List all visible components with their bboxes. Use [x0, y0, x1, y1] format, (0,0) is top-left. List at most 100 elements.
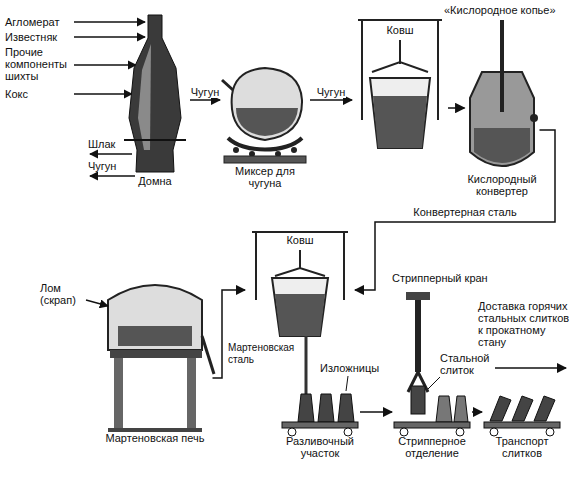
input-arrows-stroke: [74, 36, 145, 37]
node-caption: Разливочный участок: [280, 435, 360, 459]
oxygen-converter: [470, 20, 538, 166]
equipment-node: Кислородный конвертер: [465, 55, 540, 197]
ingot-molds-stroke: [288, 428, 296, 436]
ingot-transport-stroke: [490, 396, 555, 421]
part-label: Шлак: [88, 138, 115, 150]
iron-mixer-stroke: [222, 80, 233, 90]
stripper-crane-stroke: [411, 386, 425, 414]
part-label: Изложницы: [320, 362, 379, 374]
open-hearth-furnace-stroke: [86, 300, 108, 306]
node-caption: Транспорт слитков: [482, 435, 562, 459]
iron-mixer-stroke: [232, 68, 302, 140]
flow-label: Мартеновская сталь: [227, 342, 301, 366]
stripper-crane-stroke: [456, 428, 464, 436]
node-caption: Ковш: [352, 24, 448, 36]
flow-label: Чугун: [190, 86, 220, 98]
stripper-crane-stroke: [394, 422, 470, 428]
node-caption: Ковш: [245, 234, 355, 246]
part-label: Лом (скрап): [40, 282, 86, 306]
part-label: Стальной слиток: [440, 352, 492, 376]
ladle-hoist-stroke: [370, 78, 430, 148]
iron-mixer-stroke: [228, 138, 302, 150]
open-hearth-furnace-stroke: [108, 428, 202, 432]
input-arrows-stroke: [74, 64, 136, 65]
equipment-node: Ковш: [245, 228, 355, 341]
stripper-crane-stroke: [428, 377, 440, 389]
flow-arrow: [355, 130, 555, 290]
ingot-molds-stroke: [344, 428, 352, 436]
equipment-node: Мартеновская печь: [98, 272, 213, 444]
iron-mixer-stroke: [236, 108, 298, 136]
casting-ladle-stroke: [305, 336, 308, 394]
ingot-transport-stroke: [495, 367, 566, 369]
part-label: Доставка горячих стальных слитков к прок…: [478, 300, 570, 348]
ingot-transport-stroke: [484, 422, 560, 428]
iron-mixer: [222, 68, 306, 163]
part-label: Чугун: [88, 160, 116, 172]
flow-arrow: [448, 107, 465, 109]
blast-furnace-stroke: [129, 15, 181, 172]
ingot-molds: [282, 376, 358, 436]
open-hearth-furnace-stroke: [114, 358, 123, 430]
open-hearth-furnace-stroke: [108, 285, 202, 350]
stripper-crane-stroke: [415, 300, 421, 372]
equipment-node: Разливочный участок: [280, 385, 360, 459]
open-hearth-furnace-stroke: [187, 358, 196, 430]
equipment-node: Транспорт слитков: [482, 385, 562, 459]
blast-furnace: [124, 15, 186, 172]
flow-arrow: [472, 411, 482, 413]
blast-furnace-stroke: [124, 139, 186, 141]
ladle-hoist: [358, 20, 442, 148]
ingot-molds-stroke: [298, 394, 354, 422]
open-hearth-furnace-stroke: [202, 336, 214, 374]
equipment-node: Миксер для чугуна: [220, 60, 310, 189]
ingot-transport: [484, 368, 566, 436]
part-label: Агломерат: [5, 16, 59, 28]
flow-arrow: [310, 99, 352, 101]
flow-arrow: [360, 411, 392, 413]
open-hearth-furnace-stroke: [110, 350, 202, 358]
node-caption: Кислородный конвертер: [465, 173, 540, 197]
part-label: «Кислородное копье»: [444, 4, 556, 16]
flow-arrow: [190, 99, 220, 101]
ingot-transport-stroke: [546, 428, 554, 436]
equipment-node: Ковш: [352, 18, 448, 171]
node-caption: Мартеновская печь: [98, 432, 213, 444]
open-hearth-furnace: [86, 285, 214, 432]
ingot-molds-stroke: [282, 422, 358, 428]
furnace-outputs-stroke: [90, 153, 132, 154]
input-arrows-stroke: [74, 93, 132, 94]
flow-label: Чугун: [316, 86, 346, 98]
stripper-crane-stroke: [400, 428, 408, 436]
open-hearth-furnace-stroke: [118, 326, 192, 346]
oxygen-converter-stroke: [500, 20, 504, 112]
node-caption: Стрипперное отделение: [392, 435, 472, 459]
flow-label: Конвертерная сталь: [412, 206, 517, 218]
equipment-node: Домна: [120, 15, 190, 187]
iron-mixer-stroke: [233, 147, 239, 153]
casting-ladle-stroke: [272, 278, 328, 336]
input-arrows-stroke: [74, 21, 145, 22]
ladle-hoist-stroke: [373, 96, 427, 148]
stripper-crane-stroke: [436, 396, 468, 422]
node-caption: Миксер для чугуна: [220, 165, 310, 189]
iron-mixer-stroke: [291, 147, 297, 153]
part-label: Прочие компоненты шихты: [5, 46, 73, 82]
part-label: Известняк: [5, 31, 57, 43]
casting-ladle-stroke: [275, 294, 325, 336]
oxygen-converter-stroke: [530, 114, 538, 122]
oxygen-converter-stroke: [474, 128, 530, 163]
ingot-transport-stroke: [490, 428, 498, 436]
node-caption: Домна: [120, 175, 190, 187]
iron-mixer-stroke: [224, 156, 306, 163]
furnace-outputs-stroke: [90, 175, 135, 176]
part-label: Кокс: [5, 88, 28, 100]
blast-furnace-stroke: [138, 44, 151, 150]
equipment-node: Стрипперное отделение: [392, 385, 472, 459]
ingot-molds-stroke: [346, 376, 348, 391]
part-label: Стрипперный кран: [392, 272, 488, 284]
stripper-crane-stroke: [406, 292, 430, 300]
